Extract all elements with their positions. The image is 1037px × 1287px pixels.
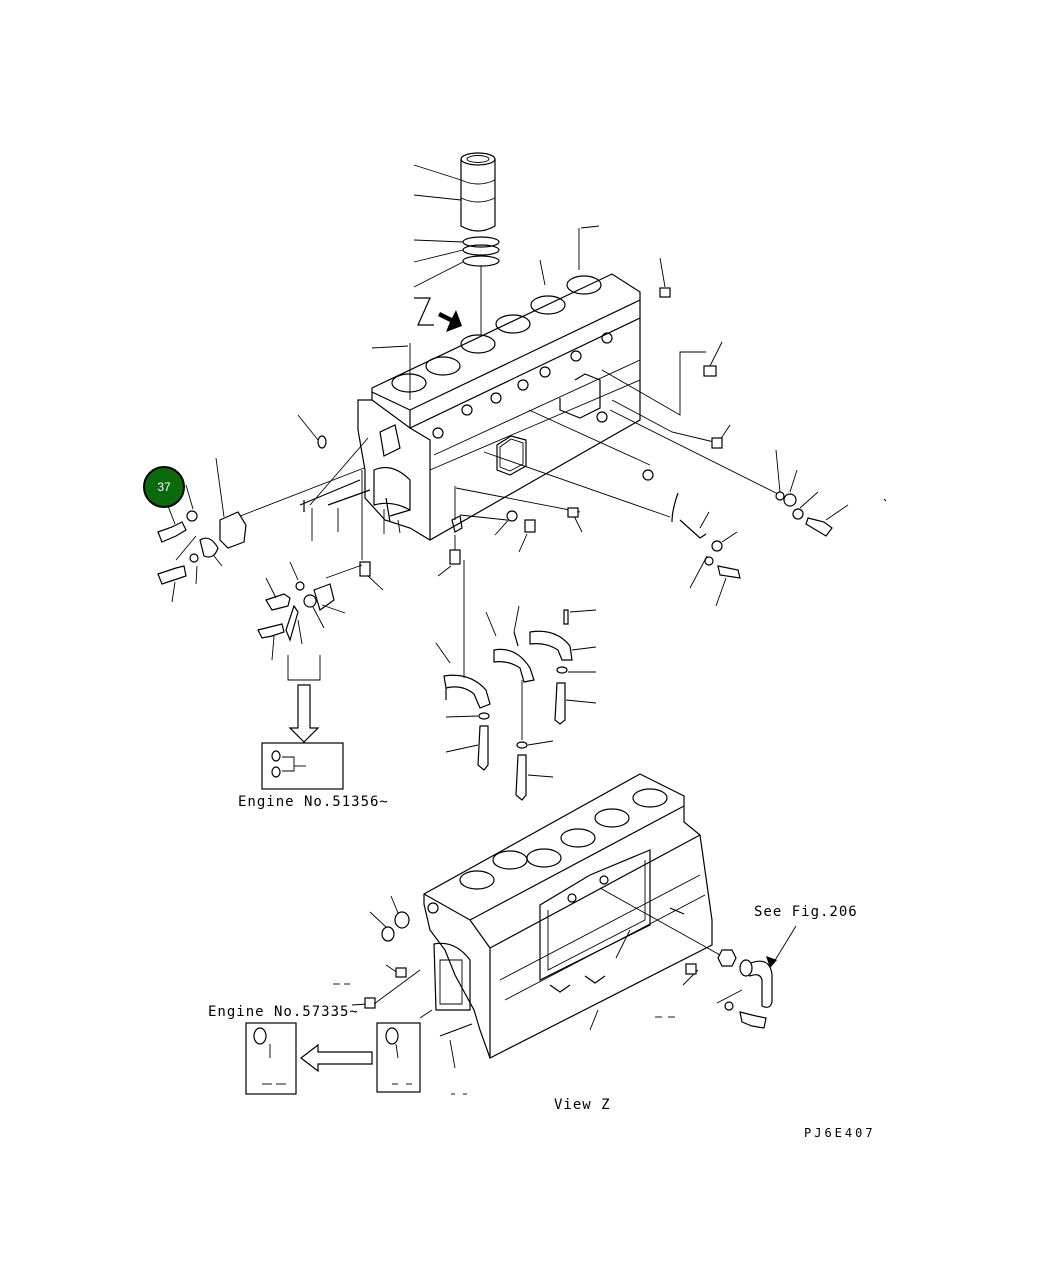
figure-code: PJ6E407 <box>804 1126 876 1140</box>
main-bearing-caps <box>435 560 597 801</box>
view-z-arrow <box>414 297 462 332</box>
cylinder-block-view-z <box>423 773 713 1059</box>
engine-number-label-2: Engine No.57335~ <box>208 1004 359 1020</box>
o-ring-3 <box>462 255 500 267</box>
oil-pipe <box>739 925 797 1008</box>
cylinder-block <box>357 273 641 541</box>
inset-engine-57335 <box>245 1009 433 1095</box>
engine-number-label-1: Engine No.51356~ <box>238 794 389 810</box>
callout-number: 37 <box>157 480 171 494</box>
cylinder-liner <box>460 152 496 232</box>
view-label: View Z <box>554 1097 611 1113</box>
part-callout-37[interactable]: 37 <box>143 466 185 508</box>
inset-engine-51356 <box>261 742 344 790</box>
see-fig-reference: See Fig.206 <box>754 904 858 920</box>
